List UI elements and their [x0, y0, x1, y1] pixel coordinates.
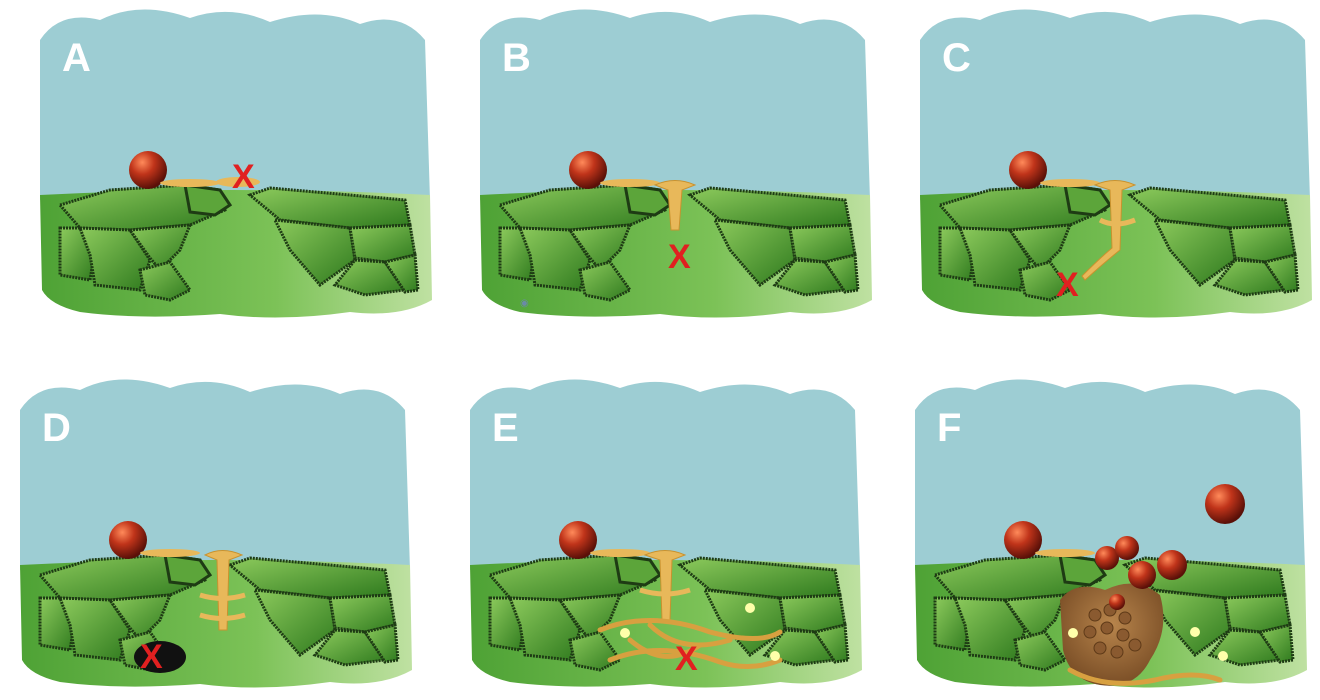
- fruiting-body: [1128, 561, 1156, 589]
- panel-b: B X ◉: [460, 0, 880, 330]
- panel-a-label: A: [62, 36, 91, 81]
- signal-dot: [1068, 628, 1078, 638]
- panel-f: F: [895, 370, 1315, 700]
- panel-c: C X: [900, 0, 1320, 330]
- signal-dot: [620, 628, 630, 638]
- signal-dot: [1218, 651, 1228, 661]
- panel-a: A X: [20, 0, 440, 330]
- panel-b-label: B: [502, 36, 531, 81]
- panel-c-marker: X: [1056, 268, 1079, 302]
- signal-dot: [745, 603, 755, 613]
- panel-a-marker: X: [232, 160, 255, 194]
- fruiting-body: [1157, 550, 1187, 580]
- panel-c-label: C: [942, 36, 971, 81]
- panel-f-label: F: [937, 406, 961, 451]
- panel-b-marker: X: [668, 240, 691, 274]
- signal-dot: [1190, 627, 1200, 637]
- panel-e-label: E: [492, 406, 519, 451]
- signal-dot: [770, 651, 780, 661]
- fruiting-body: [1109, 594, 1125, 610]
- panel-d-marker: X: [140, 640, 163, 674]
- panel-d: D X: [0, 370, 420, 700]
- panel-e: E X: [450, 370, 870, 700]
- logo-mark: ◉: [520, 298, 529, 309]
- released-fruit: [1205, 484, 1245, 524]
- panel-d-label: D: [42, 406, 71, 451]
- fruiting-body: [1115, 536, 1139, 560]
- panel-e-marker: X: [675, 642, 698, 676]
